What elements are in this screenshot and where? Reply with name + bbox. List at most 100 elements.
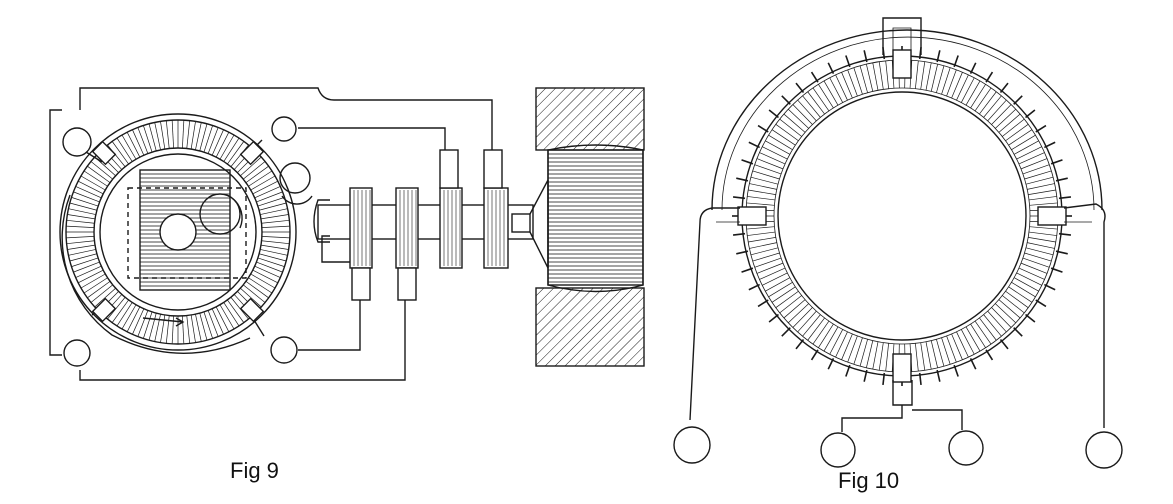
winding-line xyxy=(748,237,776,243)
winding-line xyxy=(930,340,938,368)
winding-tooth xyxy=(1050,159,1063,165)
winding-line xyxy=(90,284,113,303)
winding-line xyxy=(66,225,95,228)
winding-line xyxy=(182,120,185,149)
winding-line xyxy=(165,120,170,149)
winding-line xyxy=(69,202,97,211)
rotation-arrow xyxy=(142,317,184,323)
winding-line xyxy=(925,62,932,91)
ring-inner xyxy=(777,91,1027,341)
winding-line xyxy=(94,156,116,177)
winding-line xyxy=(885,60,889,89)
winding-line xyxy=(211,308,224,335)
winding-line xyxy=(195,314,202,342)
winding-lines xyxy=(66,120,290,344)
winding-line xyxy=(762,272,788,286)
winding-line xyxy=(841,72,853,99)
winding-line xyxy=(126,306,141,332)
winding-line xyxy=(182,315,185,344)
winding-line xyxy=(847,69,858,97)
winding-tooth xyxy=(732,232,746,236)
winding-line xyxy=(775,124,799,142)
winding-line xyxy=(1020,262,1048,274)
winding-line xyxy=(829,329,844,355)
winding-line xyxy=(775,290,799,308)
winding-line xyxy=(132,129,145,156)
winding-line xyxy=(132,308,145,335)
winding-line xyxy=(66,240,95,245)
terminal-circle xyxy=(673,426,711,464)
winding-line xyxy=(1027,242,1055,249)
winding-tooth xyxy=(732,196,746,200)
winding-line xyxy=(1008,129,1033,146)
winding-line xyxy=(1028,231,1057,236)
left-wire xyxy=(49,109,62,356)
winding-line xyxy=(752,170,780,180)
winding-line xyxy=(768,134,793,150)
winding-line xyxy=(171,120,174,149)
winding-line xyxy=(765,140,791,155)
winding-line xyxy=(749,242,777,249)
bottom-lead xyxy=(841,405,903,432)
winding-line xyxy=(998,299,1021,319)
winding-line xyxy=(1013,277,1039,292)
brush-holder xyxy=(351,267,371,301)
winding-line xyxy=(75,186,102,199)
winding-line xyxy=(746,226,775,230)
winding-tooth xyxy=(795,339,805,350)
tap-block xyxy=(892,353,912,383)
terminal-circle xyxy=(948,430,984,466)
wire-lower-right-terminal xyxy=(298,300,361,351)
winding-line xyxy=(946,69,957,97)
overhead-wire-arc xyxy=(721,36,1095,211)
winding-tooth xyxy=(768,313,779,323)
winding-line xyxy=(73,261,100,273)
rotation-arrow xyxy=(231,197,243,229)
terminal-circle xyxy=(1085,431,1123,469)
winding-tooth xyxy=(936,50,941,63)
winding-line xyxy=(956,331,969,358)
brush xyxy=(91,140,117,166)
right-lead xyxy=(1063,203,1106,420)
winding-line xyxy=(137,127,149,154)
winding-line xyxy=(190,121,196,150)
winding-line xyxy=(951,72,963,99)
terminal-circle xyxy=(62,127,92,157)
armature-drum xyxy=(547,149,644,286)
terminal-circle xyxy=(820,432,856,468)
brush-lead xyxy=(253,319,265,337)
winding-line xyxy=(1020,158,1048,170)
slip-ring xyxy=(395,187,419,269)
winding-line xyxy=(111,299,129,323)
winding-line xyxy=(878,61,884,90)
winding-line xyxy=(186,120,191,149)
winding-tooth xyxy=(936,369,941,382)
auxiliary-circle xyxy=(199,193,241,235)
winding-line xyxy=(78,180,104,195)
winding-line xyxy=(872,341,879,370)
tap-block xyxy=(1037,206,1067,226)
winding-line xyxy=(1018,267,1045,280)
shaft-loop xyxy=(313,199,330,243)
winding-line xyxy=(859,339,868,367)
winding-tooth xyxy=(969,358,977,370)
winding-line xyxy=(1008,286,1033,303)
winding-line xyxy=(812,320,830,345)
winding-line xyxy=(752,252,780,262)
left-lead xyxy=(689,207,740,421)
winding-tooth xyxy=(1044,141,1056,149)
winding-line xyxy=(245,165,269,183)
winding-lines xyxy=(746,60,1058,372)
brush xyxy=(239,297,265,323)
winding-line xyxy=(252,269,278,284)
figure-10 xyxy=(673,17,1123,469)
winding-line xyxy=(250,175,276,191)
winding-line xyxy=(1005,124,1029,142)
winding-line xyxy=(107,297,126,320)
winding-tooth xyxy=(1013,95,1023,105)
winding-line xyxy=(987,310,1007,333)
winding-line xyxy=(797,99,817,122)
winding-line xyxy=(68,208,96,215)
winding-line xyxy=(199,313,208,341)
tap-block xyxy=(892,49,912,79)
